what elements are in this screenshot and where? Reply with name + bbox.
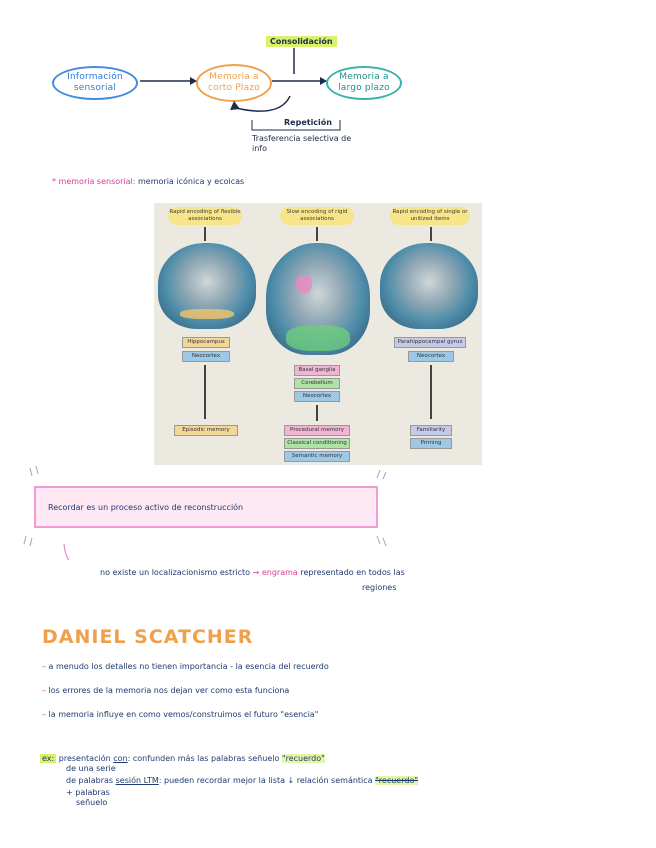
bullet-text: los errores de la memoria nos dejan ver …: [48, 686, 290, 695]
transfer-note: Trasferencia selectiva de info: [252, 134, 352, 153]
example-line3c: : pueden recordar mejor la lista ↓ relac…: [158, 776, 373, 785]
panel2-highlight-pink: [296, 275, 312, 293]
localization-text-c: regiones: [362, 583, 397, 592]
example-line-3: de palabras sesión LTM: pueden recordar …: [66, 776, 419, 785]
panel1-arrow-mid: [204, 365, 206, 419]
example-line-5: señuelo: [76, 798, 108, 807]
panel2-arrow-top: [316, 227, 318, 241]
bullet-text: a menudo los detalles no tienen importan…: [48, 662, 329, 671]
localization-text-b: representado en todos las: [300, 568, 405, 577]
section-title: DANIEL SCATCHER: [42, 626, 254, 648]
panel2-outcome-2: Semantic memory: [284, 451, 350, 462]
panel2-label-2: Neocortex: [294, 391, 340, 402]
example-tag: ex:: [40, 754, 57, 763]
localization-text-a: no existe un localizacionismo estricto: [100, 568, 251, 577]
example-palabras: de palabras: [66, 776, 114, 785]
repetition-loop: [235, 95, 291, 112]
bullet-dash: –: [42, 686, 46, 695]
example-line-1: ex: presentación con: confunden más las …: [40, 754, 325, 763]
flow-arrows: [140, 48, 341, 131]
panel2-arrow-mid: [316, 405, 318, 421]
panel1-label-1: Neocortex: [182, 351, 230, 362]
panel3-arrow-mid: [430, 365, 432, 419]
bullet-text: la memoria influye en como vemos/constru…: [48, 710, 319, 719]
panel1-outcome-0: Episodic memory: [174, 425, 238, 436]
bullet-2: – la memoria influye en como vemos/const…: [42, 710, 318, 719]
panel2-outcome-0: Procedural memory: [284, 425, 350, 436]
example-sesion: sesión LTM: [115, 776, 159, 785]
panel2-outcome-1: Classical conditioning: [284, 438, 350, 449]
panel3-brain-image: [380, 243, 478, 329]
panel2-label-0: Basal ganglia: [294, 365, 340, 376]
panel3-header: Rapid encoding of single or unitized ite…: [390, 207, 470, 225]
callout-decorations: [23, 465, 387, 560]
example-quote2: "recuerdo": [375, 776, 419, 785]
panel2-highlight-green: [286, 325, 350, 351]
transfer-bracket: [251, 120, 341, 131]
consolidation-label: Consolidación: [266, 36, 337, 47]
memory-systems-figure: Rapid encoding of flexible associations …: [154, 203, 482, 465]
panel1-label-0: Hippocampus: [182, 337, 230, 348]
example-presentacion: presentación: [58, 754, 111, 763]
bullet-0: – a menudo los detalles no tienen import…: [42, 662, 329, 671]
panel2-label-1: Cerebellum: [294, 378, 340, 389]
example-con: con: [113, 754, 128, 763]
localization-arrow: →: [252, 568, 260, 577]
panel3-outcome-1: Priming: [410, 438, 452, 449]
bullet-dash: –: [42, 710, 46, 719]
example-line-2: de una serie: [66, 764, 116, 773]
repetition-label: Repetición: [284, 118, 332, 127]
example-quote1: "recuerdo": [281, 754, 325, 763]
example-line1c: : confunden más las palabras señuelo: [127, 754, 280, 763]
reconstruction-callout: Recordar es un proceso activo de reconst…: [34, 486, 378, 528]
long-term-node: Memoria a largo plazo: [326, 66, 402, 100]
panel3-label-0: Parahippocampal gyrus: [394, 337, 466, 348]
sensory-note: * memoria sensorial: memoria icónica y e…: [52, 177, 244, 186]
panel1-header: Rapid encoding of flexible associations: [168, 207, 242, 225]
panel1-highlight: [180, 309, 234, 319]
callout-text: Recordar es un proceso activo de reconst…: [48, 502, 244, 512]
panel1-arrow-top: [204, 227, 206, 241]
sensory-label: * memoria sensorial:: [52, 177, 136, 186]
panel3-label-1: Neocortex: [408, 351, 454, 362]
sensory-text: memoria icónica y ecoicas: [138, 177, 245, 186]
example-line-4: + palabras: [66, 788, 110, 797]
bullet-1: – los errores de la memoria nos dejan ve…: [42, 686, 289, 695]
localization-note: no existe un localizacionismo estricto →…: [100, 568, 405, 577]
panel3-arrow-top: [430, 227, 432, 241]
panel3-outcome-0: Familiarity: [410, 425, 452, 436]
bullet-dash: –: [42, 662, 46, 671]
engrama-term: engrama: [261, 568, 298, 577]
panel2-header: Slow encoding of rigid associations: [280, 207, 354, 225]
sensorial-node: Información sensorial: [52, 66, 138, 100]
